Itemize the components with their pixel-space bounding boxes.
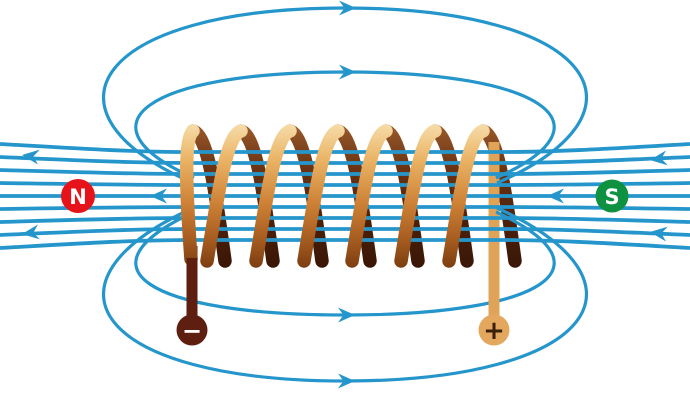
north-pole-circle	[61, 179, 95, 213]
positive-terminal-circle	[478, 314, 510, 346]
field-lines	[0, 0, 690, 389]
field-line	[0, 181, 690, 187]
south-pole-label: S	[604, 185, 619, 209]
field-line	[0, 238, 690, 250]
field-line	[0, 205, 690, 211]
positive-lead-wire-back	[488, 142, 500, 326]
positive-terminal: +	[478, 258, 510, 346]
coil-front-strand	[345, 124, 393, 268]
coil-front-strand	[249, 124, 297, 268]
field-loop-outer-top	[101, 6, 589, 185]
negative-lead-wire	[186, 258, 198, 324]
positive-terminal-label: +	[483, 316, 505, 346]
arrow-left-upper	[21, 147, 40, 165]
coil-front-strand	[200, 124, 248, 268]
field-line	[0, 227, 690, 237]
field-line	[0, 155, 690, 165]
negative-terminal-circle	[176, 314, 208, 346]
coil-front-strands	[180, 124, 490, 268]
negative-terminal-label: −	[182, 317, 202, 345]
coil-front-strand	[394, 124, 442, 268]
field-line	[0, 216, 690, 224]
coil-front-strand	[297, 124, 345, 268]
coil-front-strand	[180, 124, 200, 266]
field-line	[0, 142, 690, 154]
south-pole-circle	[595, 179, 629, 213]
axial-field-lines	[0, 142, 690, 250]
north-pole-label: N	[69, 185, 87, 209]
field-line	[0, 168, 690, 176]
positive-lead-wire	[488, 258, 500, 324]
north-pole-badge: N	[61, 179, 95, 213]
coil-front-strand	[442, 124, 490, 268]
negative-terminal: −	[176, 258, 208, 346]
south-pole-badge: S	[595, 179, 629, 213]
